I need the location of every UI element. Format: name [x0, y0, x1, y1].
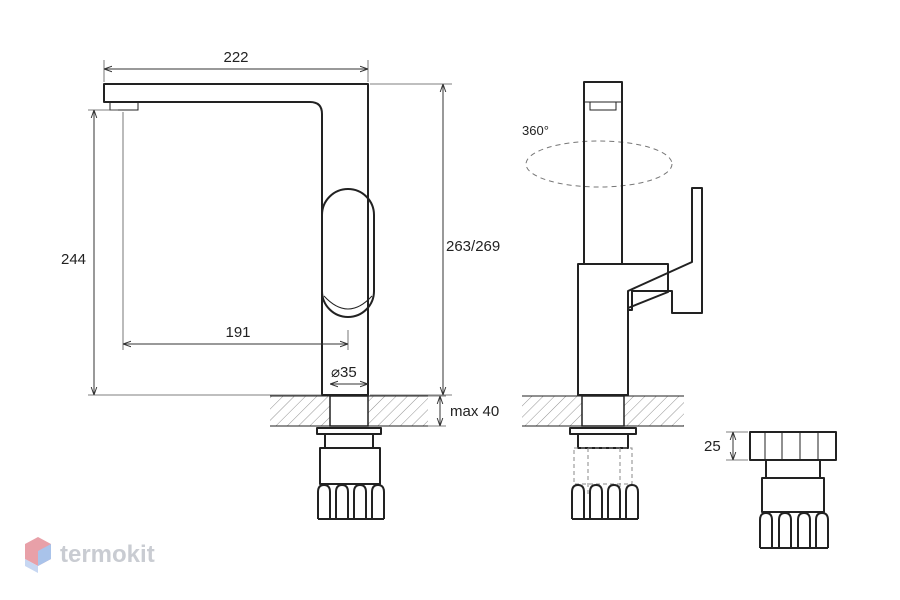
dim-body-height: 263/269	[446, 238, 500, 255]
ring-side	[577, 433, 629, 449]
lever-side	[627, 187, 703, 314]
nut-body	[761, 477, 825, 513]
body-side	[577, 263, 669, 396]
logo-text: termokit	[60, 541, 155, 568]
nut-ribs-side	[571, 484, 639, 520]
handle-front	[321, 188, 375, 318]
faucet-front-outline	[103, 83, 369, 396]
dim-total-height: 244	[61, 251, 86, 268]
handle-lower-edge	[323, 295, 373, 310]
rotation-ellipse	[525, 140, 673, 188]
dim-spout-reach: 222	[223, 49, 248, 66]
aerator-side	[589, 102, 617, 111]
nut-head	[749, 431, 837, 461]
brand-logo: termokit	[25, 537, 155, 573]
nut-detail: 25	[704, 431, 837, 549]
shank-side	[581, 395, 625, 427]
front-view: 222 244 263/269 191 ⌀35 max 40	[61, 49, 500, 520]
nut-hidden-side	[573, 447, 633, 485]
aerator	[109, 102, 139, 111]
shank-front	[329, 395, 369, 427]
ring-front	[324, 433, 374, 449]
nut-ribs-front	[317, 484, 385, 520]
dim-max-counter: max 40	[450, 403, 499, 420]
nut-neck	[765, 459, 821, 479]
logo-hexagon-shade	[38, 544, 51, 566]
rotation-label: 360°	[522, 123, 549, 138]
nut-detail-ribs	[759, 512, 829, 549]
dim-nut-height: 25	[704, 438, 721, 455]
nut-front	[319, 447, 381, 485]
side-view: 360°	[522, 81, 703, 520]
dim-base-diameter: ⌀35	[331, 364, 357, 381]
dim-outlet-distance: 191	[225, 324, 250, 341]
